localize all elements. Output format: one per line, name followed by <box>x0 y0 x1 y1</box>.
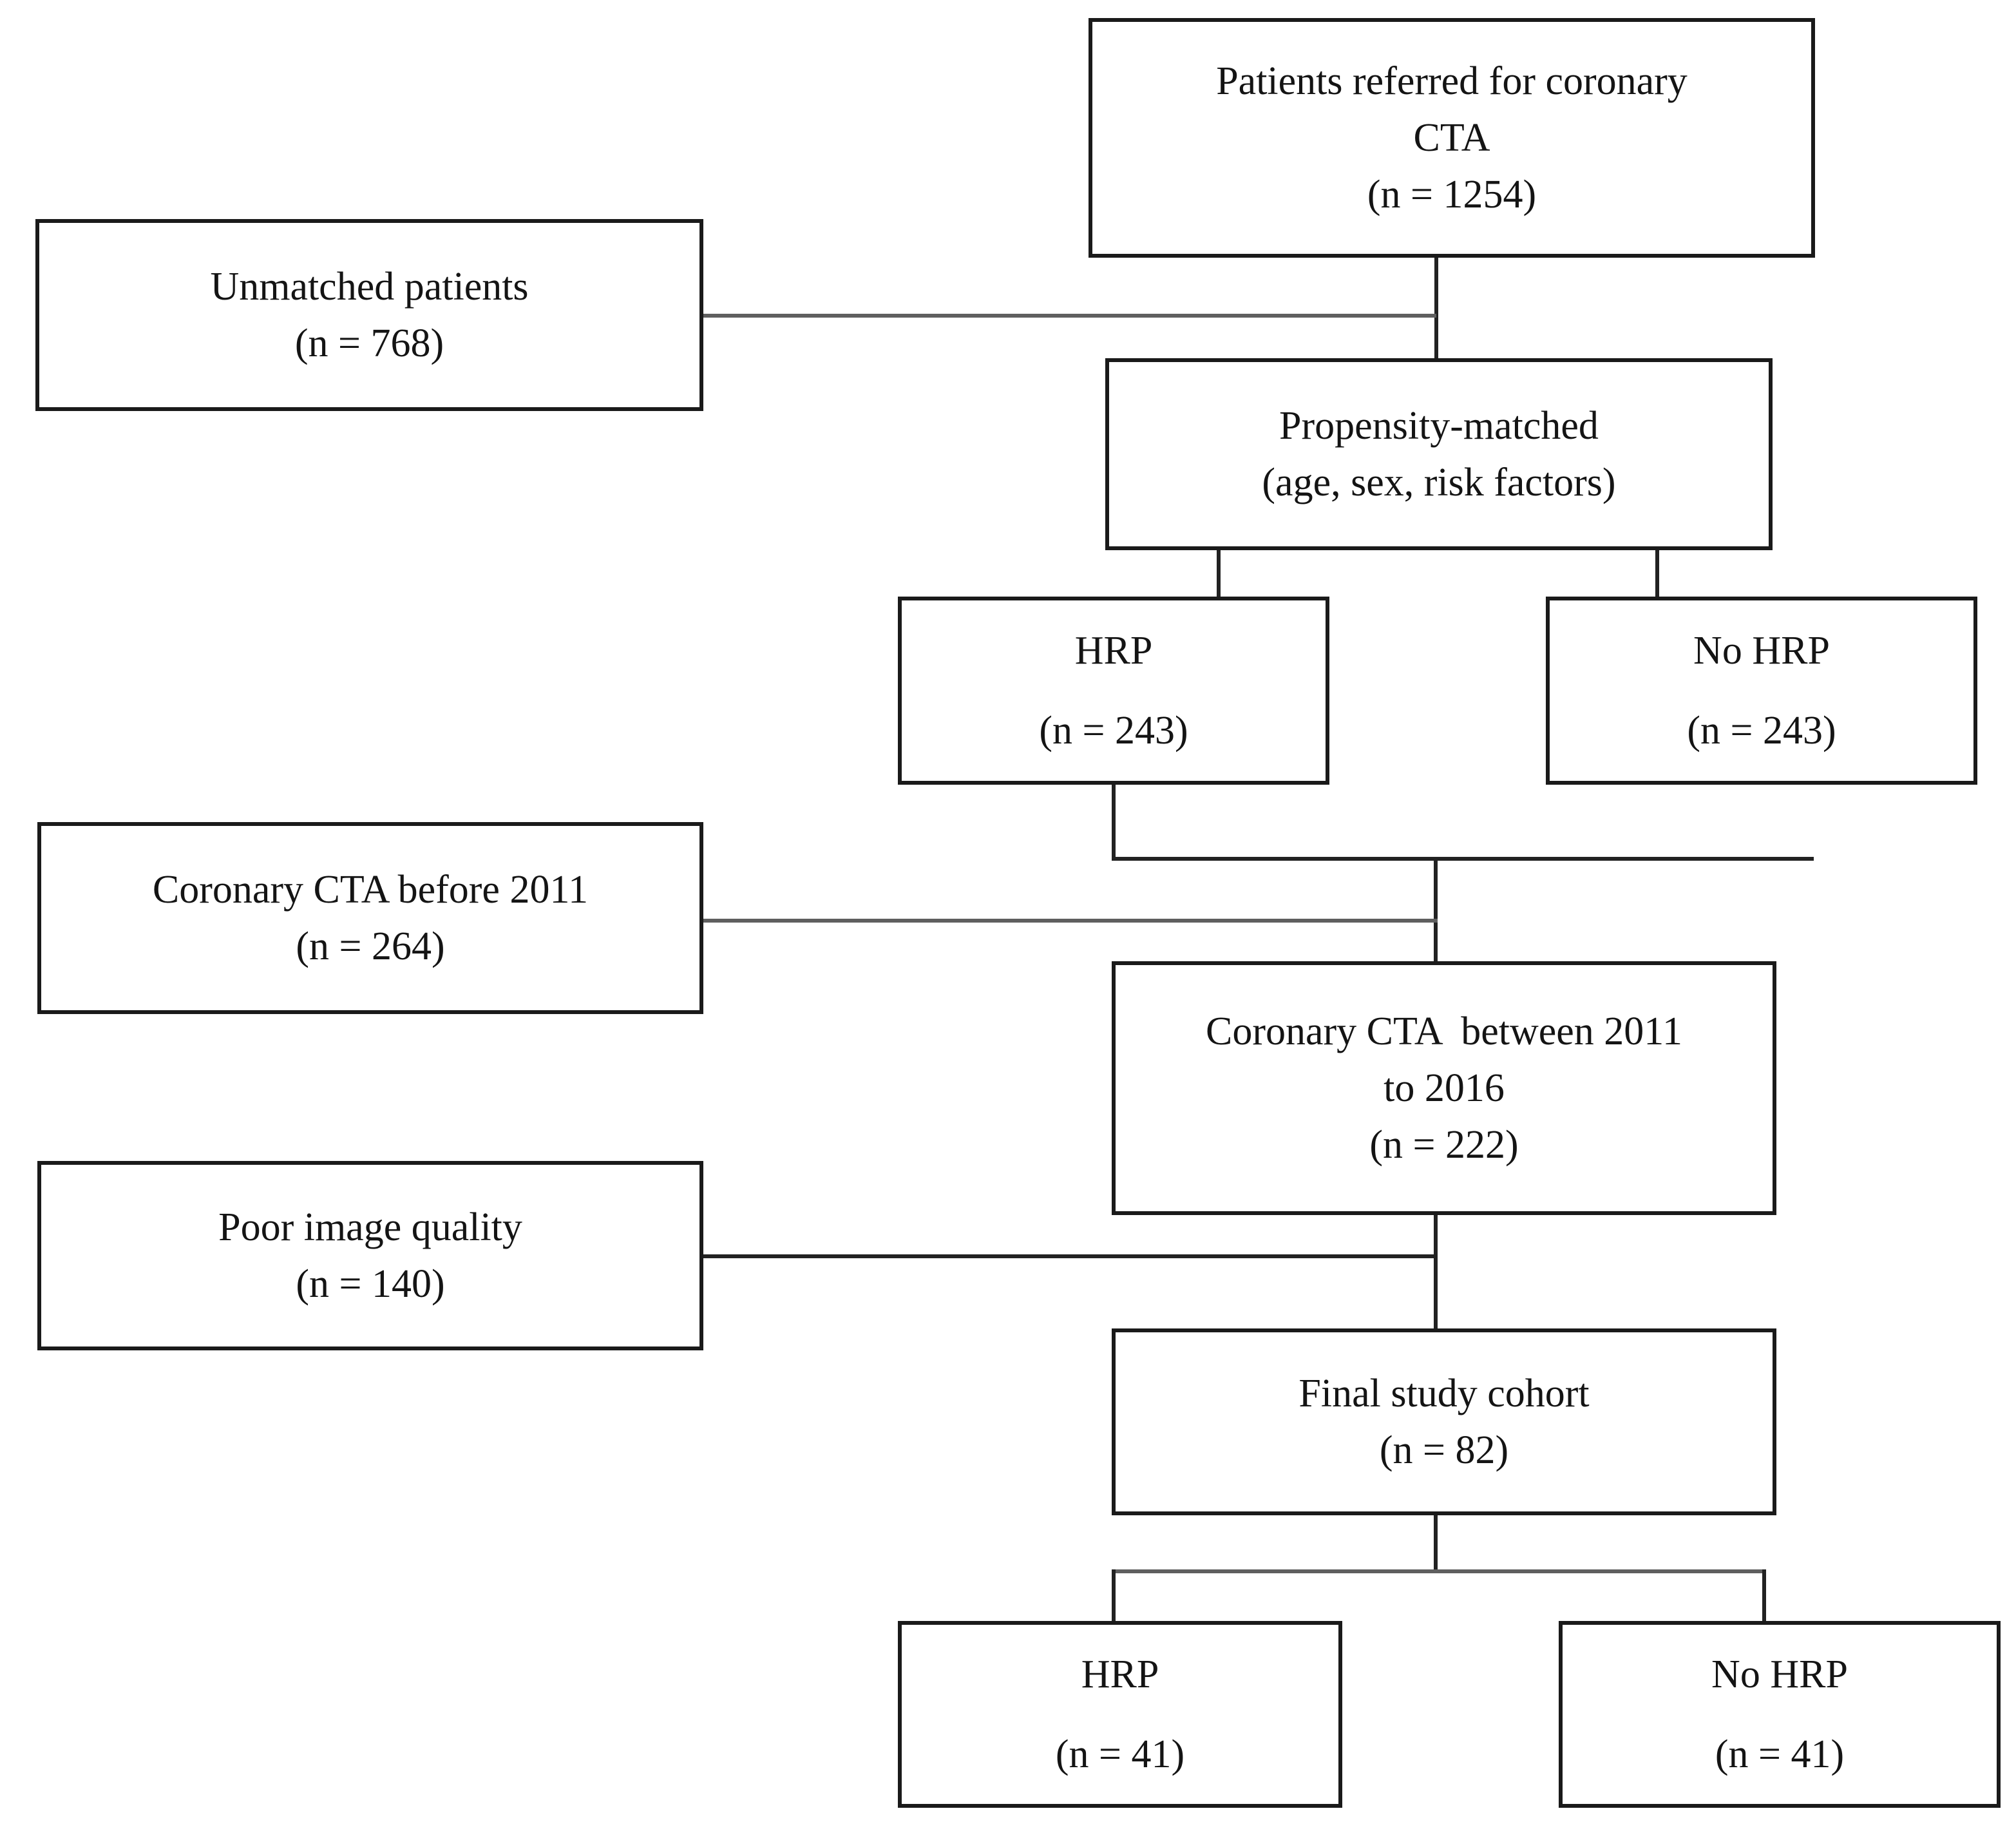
hrp-final-count: (n = 41) <box>1055 1732 1185 1776</box>
cta-before-2011-label: Coronary CTA before 2011 <box>152 867 589 912</box>
hrp-final-label: HRP <box>1081 1653 1159 1696</box>
patients-referred-count: (n = 1254) <box>1367 173 1537 217</box>
hrp-matched-label: HRP <box>1074 629 1153 673</box>
cta-2011-2016-line-2: to 2016 <box>1384 1066 1505 1110</box>
propensity-matched-label: Propensity-matched <box>1279 403 1599 448</box>
connector-final-to-no-hrp41 <box>1762 1569 1766 1624</box>
connector-before2011-to-trunk <box>702 919 1438 923</box>
patients-referred-line-1: Patients referred for coronary <box>1216 59 1688 103</box>
connector-hrp-drop <box>1112 783 1116 861</box>
connector-final-split-bar <box>1112 1569 1766 1573</box>
connector-final-drop <box>1434 1513 1438 1573</box>
poor-image-quality-count: (n = 140) <box>296 1262 445 1306</box>
no-hrp-matched-count: (n = 243) <box>1687 709 1836 752</box>
poor-image-quality-box: Poor image quality (n = 140) <box>37 1161 703 1350</box>
hrp-matched-box: HRP (n = 243) <box>898 597 1329 785</box>
no-hrp-matched-box: No HRP (n = 243) <box>1546 597 1977 785</box>
no-hrp-final-box: No HRP (n = 41) <box>1559 1621 2001 1808</box>
final-study-cohort-box: Final study cohort (n = 82) <box>1112 1328 1776 1515</box>
final-study-cohort-label: Final study cohort <box>1298 1371 1590 1415</box>
cta-2011-2016-count: (n = 222) <box>1369 1123 1519 1167</box>
final-study-cohort-count: (n = 82) <box>1379 1428 1509 1472</box>
propensity-matched-box: Propensity-matched (age, sex, risk facto… <box>1105 358 1773 550</box>
poor-image-quality-label: Poor image quality <box>218 1205 522 1249</box>
patients-referred-box: Patients referred for coronary CTA (n = … <box>1089 18 1815 258</box>
unmatched-patients-box: Unmatched patients (n = 768) <box>35 219 703 411</box>
connector-referred-to-matched <box>1434 256 1438 359</box>
connector-hrp-elbow <box>1112 857 1814 861</box>
unmatched-patients-count: (n = 768) <box>294 321 444 365</box>
cta-before-2011-count: (n = 264) <box>296 925 445 968</box>
no-hrp-final-label: No HRP <box>1711 1653 1848 1696</box>
hrp-final-box: HRP (n = 41) <box>898 1621 1342 1808</box>
hrp-matched-count: (n = 243) <box>1039 709 1188 752</box>
no-hrp-matched-label: No HRP <box>1693 629 1830 673</box>
connector-final-to-hrp41 <box>1112 1569 1116 1624</box>
connector-matched-to-no-hrp <box>1655 549 1659 598</box>
cta-2011-2016-line-1: Coronary CTA between 2011 <box>1205 1009 1683 1053</box>
no-hrp-final-count: (n = 41) <box>1715 1732 1845 1776</box>
cta-before-2011-box: Coronary CTA before 2011 (n = 264) <box>37 822 703 1014</box>
connector-matched-to-hrp <box>1217 549 1221 598</box>
connector-poorquality-to-trunk <box>702 1254 1438 1258</box>
connector-cta-window-to-final <box>1434 1214 1438 1331</box>
connector-trunk-to-cta-window <box>1434 857 1438 961</box>
connector-unmatched-to-trunk <box>702 314 1436 318</box>
unmatched-patients-label: Unmatched patients <box>210 264 529 309</box>
propensity-matched-criteria: (age, sex, risk factors) <box>1262 461 1616 504</box>
cta-2011-2016-box: Coronary CTA between 2011 to 2016 (n = 2… <box>1112 961 1776 1215</box>
patients-referred-line-2: CTA <box>1413 115 1490 160</box>
